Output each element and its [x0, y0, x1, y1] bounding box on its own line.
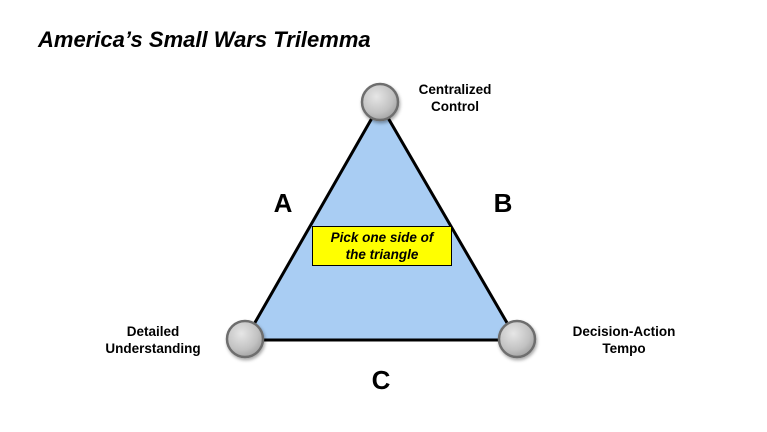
vertex-label-line: Understanding	[105, 341, 201, 356]
vertex-label-line: Decision-Action	[572, 324, 676, 339]
callout-line: Pick one side of	[330, 230, 434, 245]
vertex-node-left	[225, 319, 265, 359]
vertex-label-line: Tempo	[602, 341, 646, 356]
callout-box: Pick one side of the triangle	[312, 226, 452, 266]
callout-line: the triangle	[345, 247, 419, 262]
vertex-node-top	[360, 82, 400, 122]
vertex-label-line: Control	[431, 99, 479, 114]
vertex-label-decision-action-tempo: Decision-Action Tempo	[552, 323, 696, 357]
vertex-label-centralized-control: Centralized Control	[404, 81, 506, 115]
vertex-label-detailed-understanding: Detailed Understanding	[86, 323, 220, 357]
vertex-label-line: Detailed	[126, 324, 180, 339]
triangle	[243, 102, 519, 342]
side-label-b: B	[493, 188, 513, 218]
side-label-a: A	[273, 188, 293, 218]
slide-title: America’s Small Wars Trilemma	[38, 27, 371, 52]
vertex-node-right	[497, 319, 537, 359]
vertex-label-line: Centralized	[418, 82, 492, 97]
side-label-c: C	[371, 365, 391, 395]
